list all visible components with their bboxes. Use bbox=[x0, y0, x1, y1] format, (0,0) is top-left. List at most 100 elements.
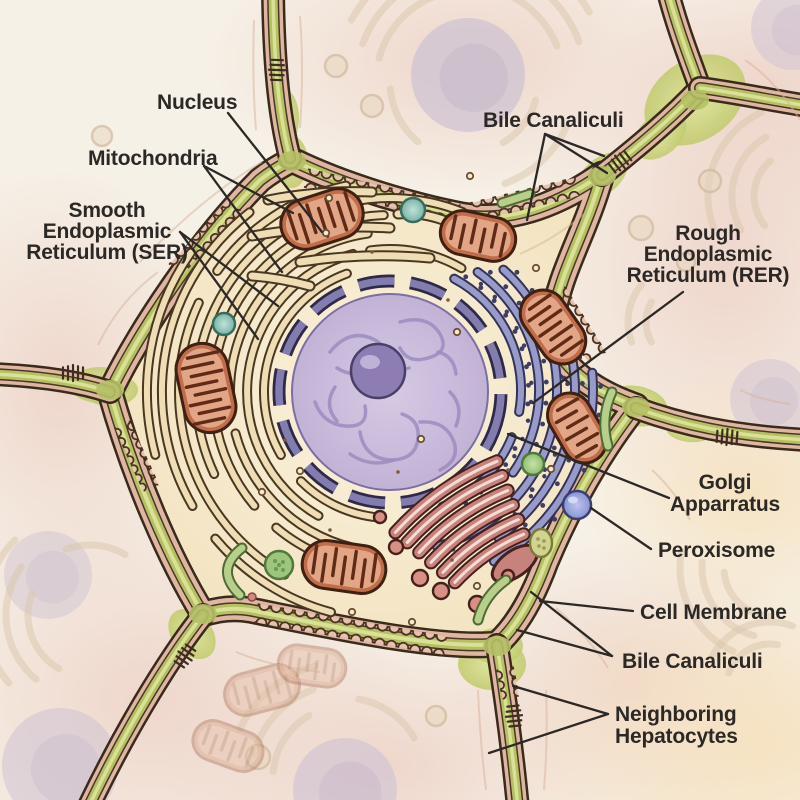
vesicle-green-ribbed bbox=[263, 549, 295, 581]
vesicle-dot bbox=[546, 464, 556, 474]
faint-organelle bbox=[386, 85, 422, 146]
faint-organelle bbox=[624, 281, 646, 346]
tight-junction-mark bbox=[508, 724, 522, 728]
ribosome bbox=[581, 467, 587, 473]
membrane-ripple bbox=[97, 271, 159, 346]
ribosome bbox=[514, 269, 520, 275]
faint-organelle bbox=[499, 96, 540, 147]
ribosome bbox=[540, 503, 546, 508]
membrane-ripple bbox=[252, 19, 257, 131]
ribosome bbox=[516, 300, 522, 306]
green-tubule bbox=[474, 576, 510, 624]
golgi-vesicle bbox=[431, 581, 451, 601]
ribosome bbox=[543, 400, 549, 406]
faint-organelle bbox=[750, 157, 774, 230]
tight-junction-mark bbox=[184, 643, 197, 652]
label-nucleus: Nucleus bbox=[157, 91, 237, 114]
label-peroxisome: Peroxisome bbox=[658, 539, 775, 562]
faint-organelle bbox=[269, 712, 313, 776]
faint-organelle bbox=[725, 640, 782, 677]
leader-line-peroxisome bbox=[589, 506, 653, 551]
tight-junction-mark bbox=[715, 429, 719, 443]
peroxisome bbox=[561, 489, 593, 521]
label-mitochondria: Mitochondria bbox=[88, 147, 218, 170]
ribosome bbox=[512, 329, 518, 334]
membrane-ripple bbox=[235, 651, 321, 673]
tight-junction-mark bbox=[505, 709, 522, 713]
microvilli-row bbox=[126, 420, 159, 486]
leader-line-neighboring-hepatocytes bbox=[511, 684, 610, 716]
faint-mitochondrion bbox=[276, 643, 348, 689]
tight-junction-mark bbox=[173, 660, 186, 669]
ribosome bbox=[478, 285, 484, 291]
faint-organelle bbox=[704, 109, 765, 231]
vesicle-teal bbox=[211, 311, 237, 337]
leader-line-bile-canaliculi-top bbox=[543, 132, 606, 158]
ribosome bbox=[503, 284, 509, 290]
faint-vesicle bbox=[359, 93, 385, 119]
microvilli-row bbox=[257, 603, 448, 642]
golgi-vesicle bbox=[410, 568, 430, 588]
green-tubule bbox=[601, 388, 616, 450]
ribosome bbox=[491, 298, 497, 304]
neighboring-hepatocyte-nucleus bbox=[2, 708, 118, 800]
ribosome bbox=[503, 462, 509, 468]
neighboring-hepatocyte-nucleus bbox=[293, 738, 397, 800]
golgi-apparatus bbox=[372, 454, 539, 614]
faint-mitochondrion bbox=[191, 719, 265, 773]
faint-organelle bbox=[510, 0, 561, 50]
leader-line-bile-canaliculi-top bbox=[543, 132, 609, 175]
vesicle-dot bbox=[321, 228, 331, 238]
faint-organelle bbox=[2, 563, 40, 683]
leader-line-smooth-er bbox=[178, 230, 260, 341]
label-bile-canaliculi-bottom: Bile Canaliculi bbox=[622, 650, 763, 673]
faint-mitochondrion bbox=[223, 663, 301, 717]
vesicle-dot bbox=[465, 171, 475, 181]
mitochondrion bbox=[279, 187, 365, 251]
membrane-ripple bbox=[139, 161, 263, 263]
leader-line-bile-canaliculi-top bbox=[525, 132, 547, 222]
faint-organelle bbox=[348, 0, 370, 24]
mitochondrion bbox=[174, 341, 238, 435]
membrane-ripples bbox=[97, 15, 800, 791]
tight-junction-mark bbox=[725, 427, 729, 447]
vesicle-dot bbox=[257, 487, 267, 497]
faint-organelle bbox=[577, 0, 593, 16]
leader-line-bile-canaliculi-bottom bbox=[529, 590, 614, 658]
faint-vesicle bbox=[244, 743, 272, 771]
ribosome bbox=[529, 487, 535, 493]
membrane-ripple bbox=[555, 607, 609, 669]
vesicle-dot bbox=[347, 607, 357, 617]
ribosome bbox=[579, 381, 585, 386]
golgi-vesicle bbox=[387, 538, 405, 556]
green-tubule bbox=[224, 544, 246, 599]
leader-line-neighboring-hepatocytes bbox=[487, 712, 610, 755]
membrane-ripple bbox=[651, 469, 691, 521]
ribosome bbox=[554, 481, 560, 487]
tight-junction-mark bbox=[623, 150, 633, 162]
ribosome bbox=[540, 421, 546, 427]
faint-organelle bbox=[0, 536, 19, 687]
leader-line-mitochondria bbox=[202, 164, 295, 215]
vesicle-dot bbox=[416, 434, 426, 444]
nucleus bbox=[272, 274, 508, 510]
tight-junction-mark bbox=[730, 429, 734, 446]
membrane-ripple bbox=[744, 59, 800, 121]
ribosome bbox=[463, 274, 469, 280]
tight-junction-mark bbox=[613, 154, 627, 170]
neighboring-hepatocyte-nucleus bbox=[751, 0, 800, 70]
tight-junctions bbox=[61, 58, 739, 728]
cytoplasm-dots bbox=[247, 171, 556, 627]
ribosome bbox=[598, 384, 603, 389]
leader-line-rough-er bbox=[531, 290, 685, 405]
ribosome bbox=[552, 516, 558, 522]
golgi-vesicle bbox=[372, 509, 388, 525]
faint-organelle bbox=[359, 0, 397, 48]
faint-vesicle bbox=[697, 168, 723, 194]
faint-vesicle bbox=[627, 214, 655, 242]
